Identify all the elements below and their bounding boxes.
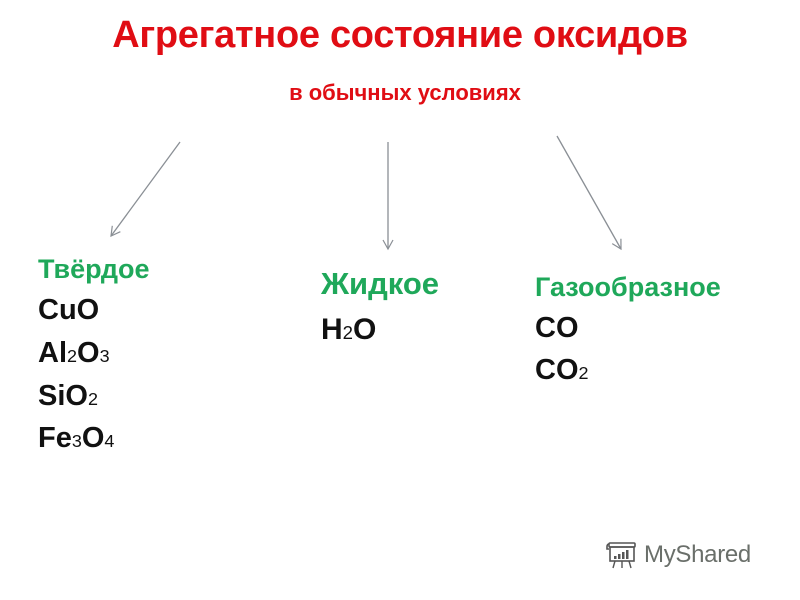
arrow-to-solid [110, 141, 181, 237]
formula-sio2: SiO2 [38, 380, 98, 412]
formula-h2o: H2O [321, 313, 377, 346]
watermark-text: MyShared [644, 541, 751, 568]
slide-subtitle: в обычных условиях [289, 80, 521, 105]
category-gas: Газообразное [535, 272, 721, 302]
slide-title: Агрегатное состояние оксидов [112, 14, 688, 56]
category-solid: Твёрдое [38, 254, 150, 284]
presentation-board-icon [606, 542, 636, 569]
formula-al2o3: Al2O3 [38, 337, 110, 369]
formula-fe3o4: Fe3O4 [38, 422, 115, 454]
formula-cuo: CuO [38, 294, 100, 326]
formula-co: CO [535, 312, 579, 344]
myshared-watermark: MyShared [604, 538, 751, 572]
arrow-to-gas [556, 135, 622, 251]
category-liquid: Жидкое [321, 266, 440, 301]
formula-co2: CO2 [535, 354, 589, 386]
